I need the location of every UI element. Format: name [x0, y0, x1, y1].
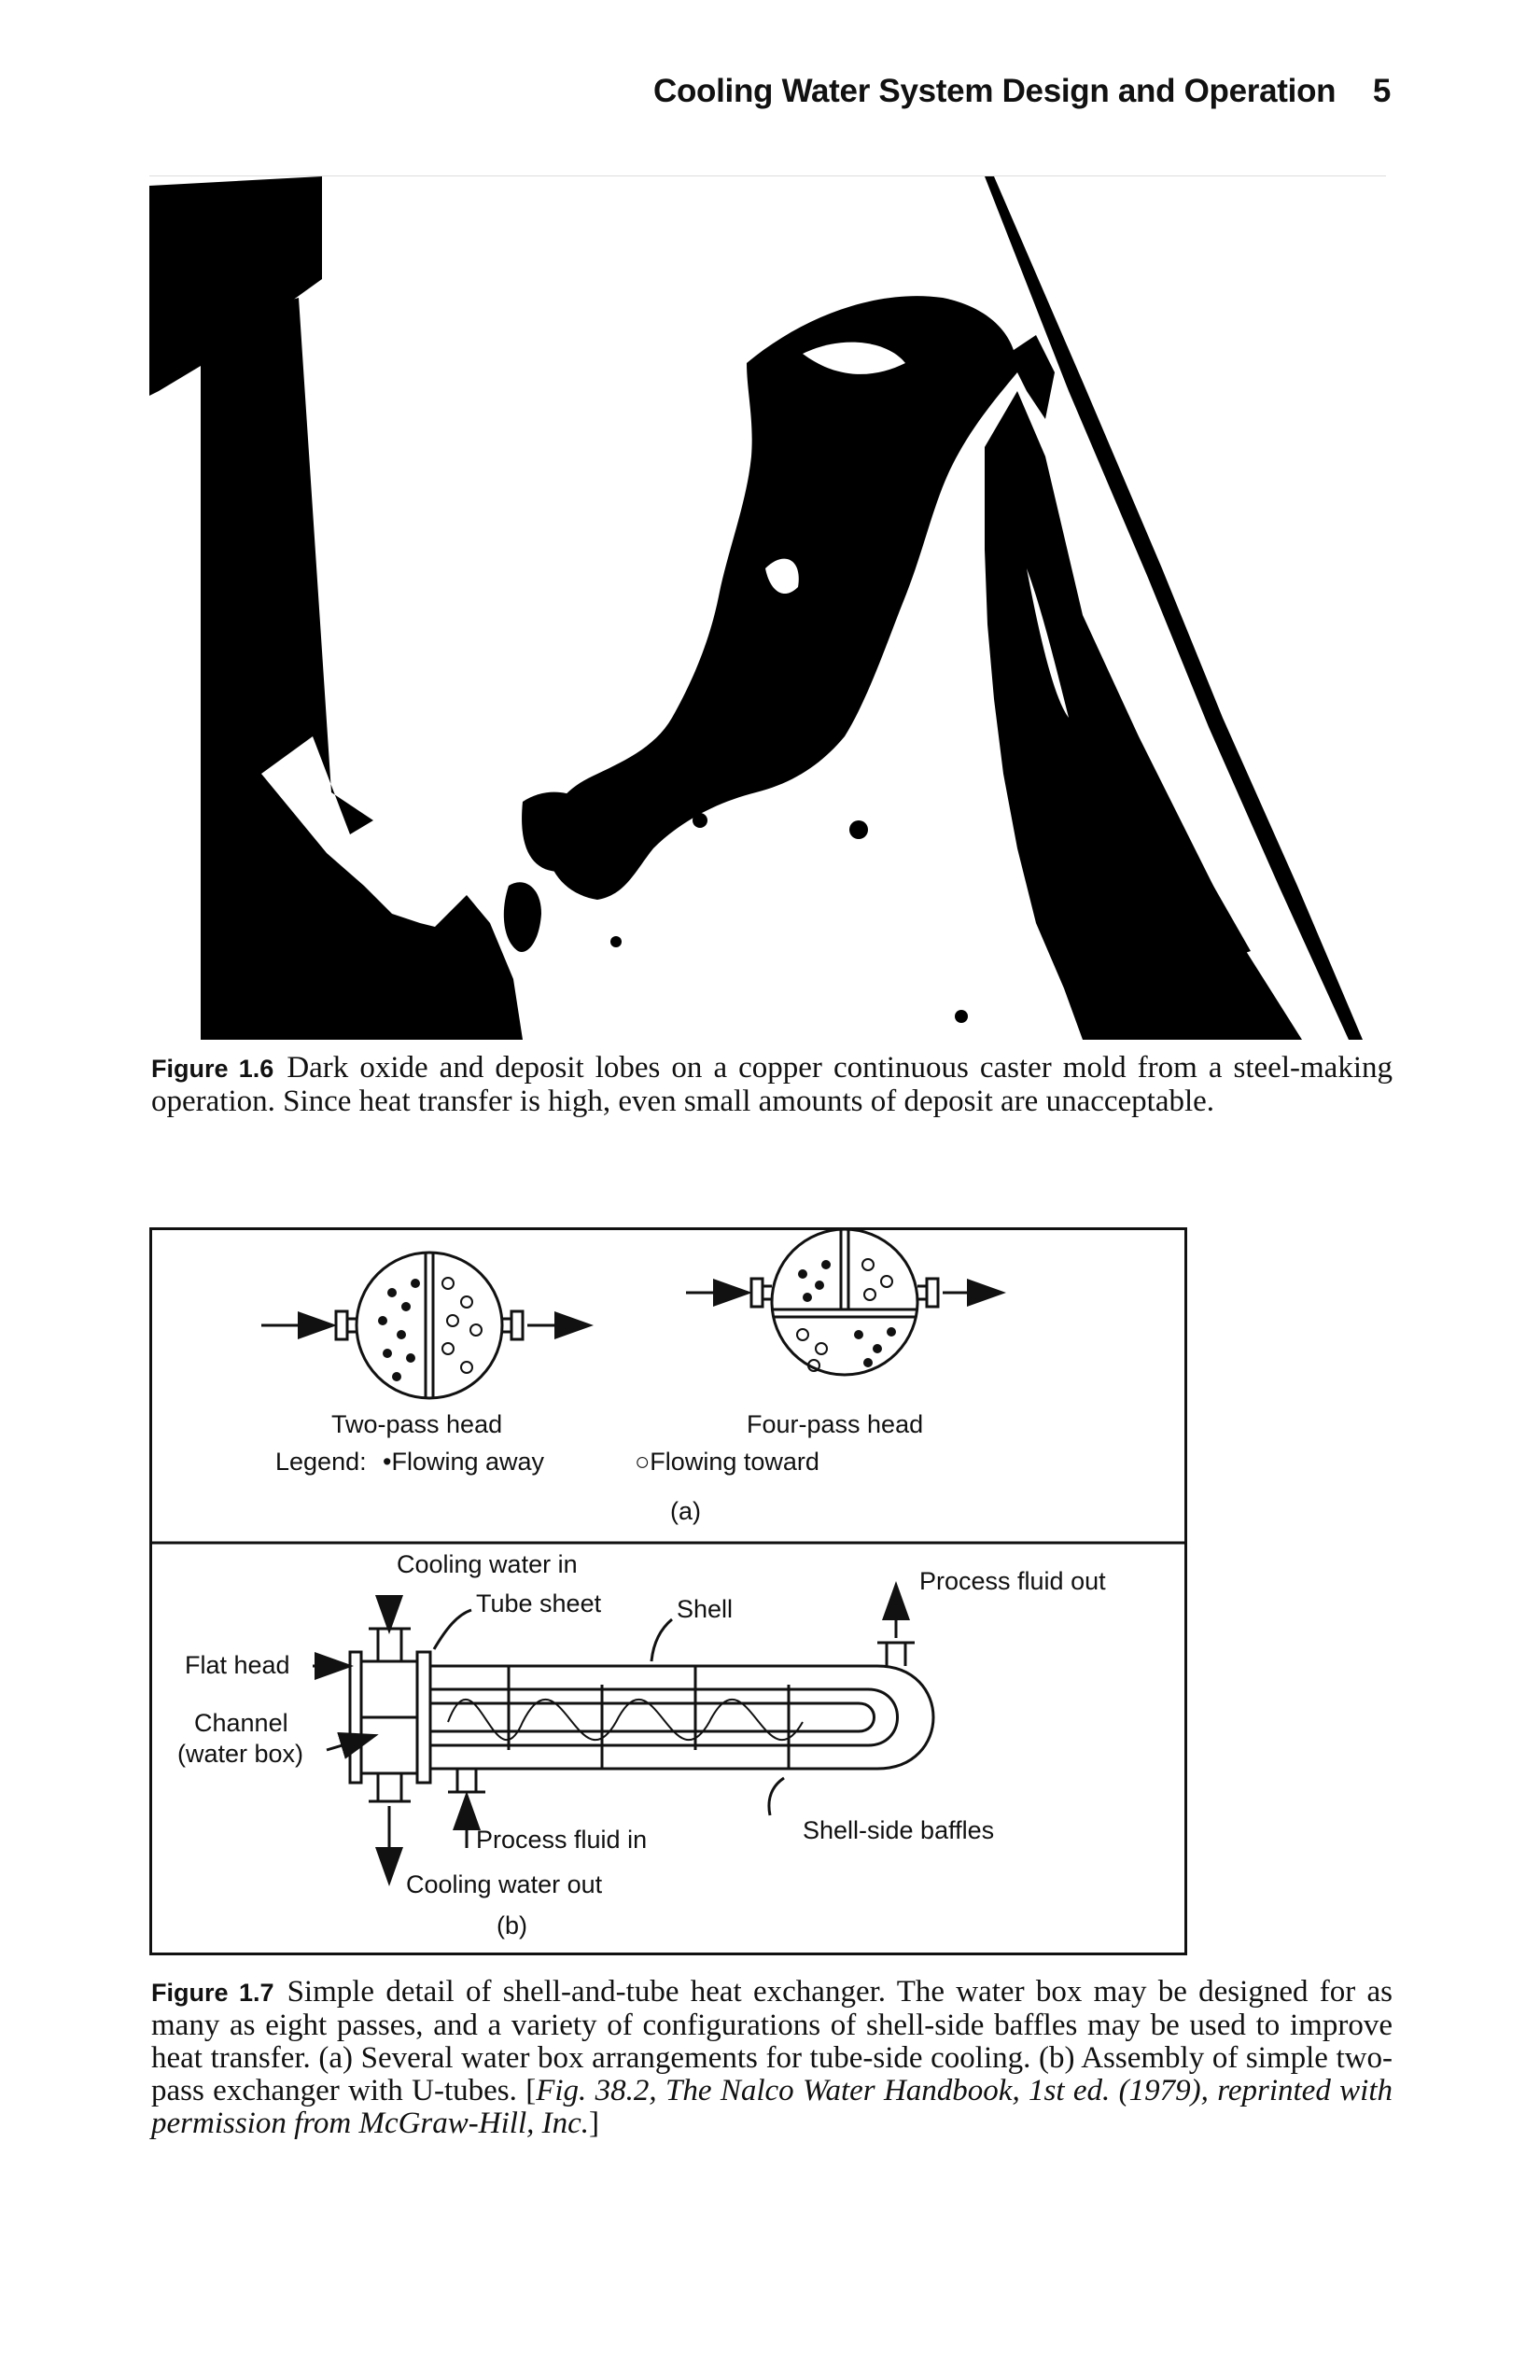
shell-label: Shell [677, 1595, 733, 1623]
flowing-away-dots-two-pass [378, 1279, 420, 1381]
two-pass-head-label: Two-pass head [331, 1410, 502, 1438]
shell-side-baffles-label: Shell-side baffles [803, 1816, 994, 1844]
tube-sheet-label: Tube sheet [476, 1589, 602, 1617]
u-tube-exchanger-drawing [313, 1581, 935, 1886]
water-box-label: (water box) [177, 1740, 303, 1768]
panel-a-label: (a) [670, 1497, 701, 1525]
four-pass-head-drawing [686, 1227, 1006, 1377]
four-pass-head-label: Four-pass head [747, 1410, 923, 1438]
figure-1-7-caption-text: Simple detail of shell-and-tube heat exc… [151, 1975, 1393, 2107]
figure-frame [149, 1227, 1187, 1955]
panel-b-label: (b) [497, 1911, 527, 1939]
page-number: 5 [1372, 73, 1391, 109]
caster-mold-photo [149, 175, 1386, 1040]
cooling-water-out-label: Cooling water out [406, 1870, 603, 1898]
flowing-away-dots-four-pass [798, 1260, 896, 1367]
process-fluid-in-label: Process fluid in [476, 1826, 647, 1854]
running-head-title: Cooling Water System Design and Operatio… [653, 73, 1337, 109]
heat-exchanger-diagram: Two-pass head Four-pass head Legend: •Fl… [149, 1227, 1187, 1955]
cooling-water-in-label: Cooling water in [397, 1550, 578, 1578]
flowing-toward-circles-four-pass [796, 1258, 893, 1372]
figure-1-6-label: Figure 1.6 [151, 1055, 274, 1083]
channel-label: Channel [194, 1709, 288, 1737]
figure-1-7-citation: Fig. 38.2, The Nalco Water Handbook, 1st… [151, 2074, 1393, 2140]
two-pass-head-drawing [261, 1251, 594, 1400]
legend-flowing-toward: ○Flowing toward [635, 1448, 819, 1476]
legend-flowing-away: •Flowing away [383, 1448, 545, 1476]
flowing-toward-circles-two-pass [441, 1277, 483, 1374]
flat-head-label: Flat head [185, 1651, 290, 1679]
figure-1-7-caption-close: ] [589, 2107, 599, 2140]
process-fluid-out-label: Process fluid out [919, 1567, 1106, 1595]
figure-1-7-label: Figure 1.7 [151, 1979, 274, 2007]
legend-prefix: Legend: [275, 1448, 367, 1476]
figure-1-6-caption-text: Dark oxide and deposit lobes on a copper… [151, 1051, 1393, 1118]
